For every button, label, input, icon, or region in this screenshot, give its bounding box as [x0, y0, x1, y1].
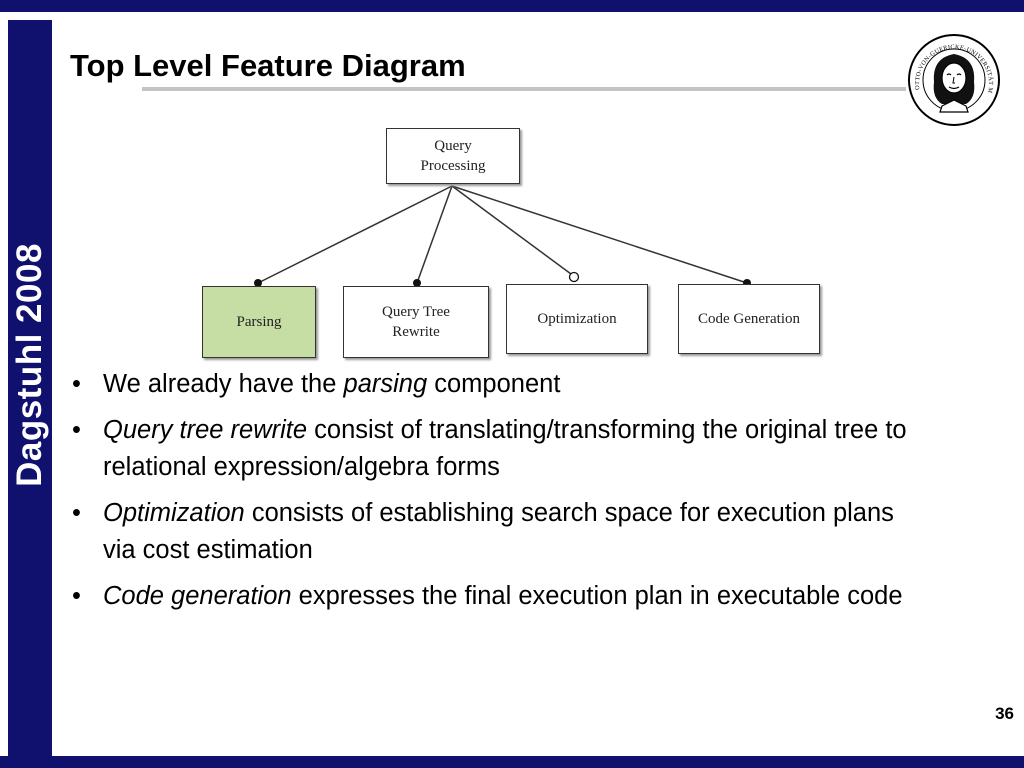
- mandatory-marker-query-tree-rewrite: [413, 279, 421, 287]
- top-border: [0, 0, 1024, 12]
- bullet-text: consist of translating/transforming the …: [103, 416, 907, 481]
- bullet-term: parsing: [343, 370, 428, 398]
- edge-optimization: [451, 185, 572, 275]
- mandatory-marker-parsing: [254, 279, 262, 287]
- node-optimization: Optimization: [506, 284, 648, 354]
- bullet-item: • Optimization consists of establishing …: [72, 495, 912, 569]
- edge-code-generation: [451, 185, 748, 284]
- university-seal-logo: OTTO-VON-GUERICKE-UNIVERSITÄT MAGDEBURG: [906, 20, 1000, 126]
- feature-diagram: Query Processing Parsing Query Tree Rewr…: [190, 120, 840, 370]
- bullet-text: expresses the final execution plan in ex…: [291, 582, 903, 610]
- bullet-lead: We already have the: [103, 370, 344, 398]
- bullet-term: Code generation: [103, 582, 292, 610]
- edge-query-tree-rewrite: [416, 185, 453, 284]
- side-banner: Dagstuhl 2008: [8, 20, 52, 756]
- optional-marker-optimization: [568, 271, 580, 283]
- bullet-marker: •: [72, 499, 81, 527]
- title-underline: [142, 87, 906, 91]
- node-parsing: Parsing: [202, 286, 316, 358]
- bullet-item: • Code generation expresses the final ex…: [72, 578, 912, 615]
- page-number: 36: [995, 704, 1014, 723]
- bullet-term: Optimization: [103, 499, 245, 527]
- edge-parsing: [257, 185, 453, 284]
- bullet-term: Query tree rewrite: [103, 416, 308, 444]
- node-code-generation: Code Generation: [678, 284, 820, 354]
- node-query-processing: Query Processing: [386, 128, 520, 184]
- bottom-border: [0, 756, 1024, 768]
- bullet-list: • We already have the parsing component …: [72, 366, 912, 624]
- bullet-item: • We already have the parsing component: [72, 366, 912, 403]
- side-banner-label: Dagstuhl 2008: [10, 243, 49, 487]
- slide-title: Top Level Feature Diagram: [70, 48, 466, 83]
- bullet-text: component: [427, 370, 561, 398]
- bullet-text: consists of establishing search space fo…: [103, 499, 894, 564]
- bullet-marker: •: [72, 370, 81, 398]
- node-query-tree-rewrite: Query Tree Rewrite: [343, 286, 489, 358]
- bullet-marker: •: [72, 416, 81, 444]
- bullet-marker: •: [72, 582, 81, 610]
- bullet-item: • Query tree rewrite consist of translat…: [72, 412, 912, 486]
